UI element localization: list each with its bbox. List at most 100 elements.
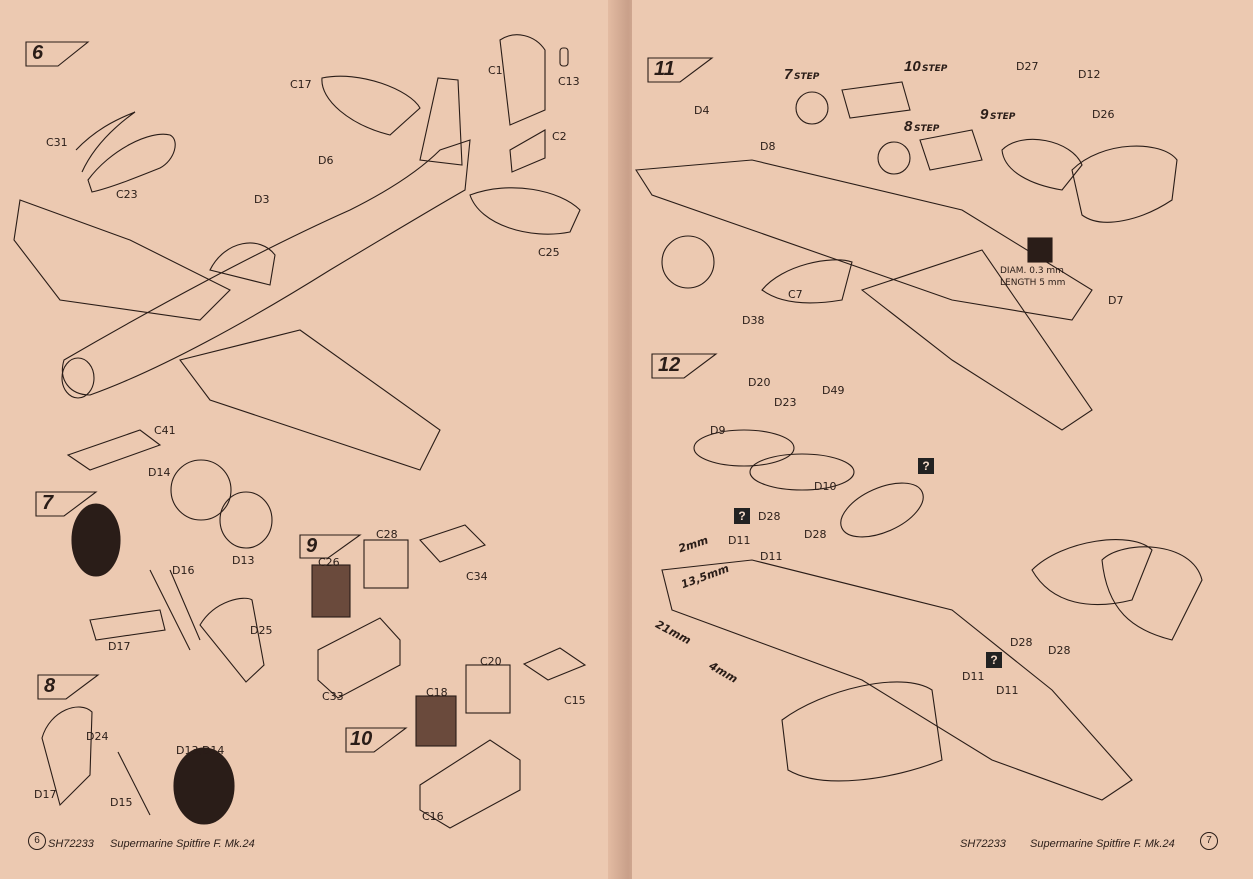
right-wing-outline	[179, 329, 441, 471]
part-label-d28-c: D28	[1010, 636, 1033, 649]
substep-8-word: STEP	[914, 124, 940, 134]
part-label-c1: C1	[488, 64, 503, 77]
part-label-c13: C13	[558, 75, 580, 88]
part-d10	[749, 453, 855, 491]
wheel-d13	[219, 491, 273, 549]
part-label-d13: D13	[232, 554, 255, 567]
part-c41	[66, 429, 162, 471]
leg-d16	[149, 569, 201, 651]
left-wing-outline	[13, 199, 231, 321]
part-label-d4: D4	[694, 104, 710, 117]
drill-note-diameter: DIAM. 0.3 mm	[1000, 266, 1064, 276]
lower-fuselage-outline	[781, 681, 943, 782]
step-7-number: 7	[42, 492, 54, 514]
right-instruction-page: 11 12 7 STEP 10 STEP 8 STEP 9 STEP D4 D8…	[632, 0, 1253, 879]
part-label-c16: C16	[422, 810, 444, 823]
part-label-d11-a: D11	[728, 534, 751, 547]
lower-wing-outline	[661, 559, 1133, 801]
step-9-number: 9	[306, 535, 318, 557]
page-number-6: 6	[28, 832, 46, 850]
spinner-outline	[61, 357, 95, 399]
substep-7-word: STEP	[794, 72, 820, 82]
part-c13	[559, 47, 569, 67]
part-label-d28-d: D28	[1048, 644, 1071, 657]
part-label-c15: C15	[564, 694, 586, 707]
upper-fuselage-outline	[860, 249, 1093, 431]
step-8-number: 8	[44, 675, 56, 697]
radiator-c18	[415, 695, 457, 747]
part-label-d28-b: D28	[804, 528, 827, 541]
part-label-c17: C17	[290, 78, 312, 91]
part-label-c28: C28	[376, 528, 398, 541]
part-label-d38: D38	[742, 314, 765, 327]
step-6-number: 6	[32, 42, 44, 64]
substep-9-number: 9	[980, 106, 989, 123]
part-c20	[465, 664, 511, 714]
tyre-shape	[71, 503, 121, 577]
part-label-d25: D25	[250, 624, 273, 637]
part-label-d26: D26	[1092, 108, 1115, 121]
substep-9-word: STEP	[990, 112, 1016, 122]
upper-tailplane-right	[1071, 145, 1178, 223]
drill-icon	[1027, 237, 1053, 263]
drill-note-length: LENGTH 5 mm	[1000, 278, 1066, 288]
step-11-number: 11	[654, 58, 675, 80]
step-12-tag-frame	[651, 353, 718, 379]
upper-wing-outline	[635, 159, 1093, 321]
step-6-tag-frame	[25, 41, 90, 67]
part-label-d24: D24	[86, 730, 109, 743]
step-9-tag-frame	[299, 534, 362, 559]
right-page-drawings	[635, 57, 1203, 801]
rudder-c1	[499, 34, 546, 126]
part-label-c18: C18	[426, 686, 448, 699]
main-wheel-upper	[661, 235, 715, 289]
footer-kit-code: SH72233	[48, 838, 94, 850]
left-instruction-page: 6 7 8 9 10 C17 C1 C13 C2 C25 C31 C23 D6 …	[0, 0, 622, 879]
part-label-d12: D12	[1078, 68, 1101, 81]
upper-tailplane-left	[1001, 138, 1083, 191]
part-label-d14: D14	[148, 466, 171, 479]
part-c7	[761, 259, 853, 304]
tailplane-c25	[469, 187, 581, 235]
substep-8-number: 8	[904, 118, 913, 135]
wheel-d14	[170, 459, 232, 521]
wheel-step-7	[795, 91, 829, 125]
radiator-step-9	[919, 129, 983, 171]
step-8-tag-frame	[37, 674, 100, 700]
flap-part	[840, 482, 924, 538]
part-label-d7: D7	[1108, 294, 1124, 307]
lower-tailplane-left	[1031, 539, 1153, 606]
wheel-d13-d14	[173, 747, 235, 825]
question-mark-icon: ?	[918, 458, 934, 474]
part-c31	[75, 111, 136, 173]
part-c23	[87, 133, 176, 193]
step-10-number: 10	[350, 728, 373, 750]
step-12-number: 12	[658, 354, 681, 376]
tail-fin-outline	[419, 77, 463, 166]
part-label-d6: D6	[318, 154, 334, 167]
part-label-c2: C2	[552, 130, 567, 143]
step-7-tag-frame	[35, 491, 98, 517]
part-label-d49: D49	[822, 384, 845, 397]
part-label-c34: C34	[466, 570, 488, 583]
left-page-drawings	[13, 34, 587, 829]
canopy-outline	[209, 242, 276, 286]
housing-c33	[317, 617, 401, 699]
part-label-c26: C26	[318, 556, 340, 569]
wheel-step-8	[877, 141, 911, 175]
substep-10-number: 10	[904, 58, 921, 75]
part-d9	[693, 429, 795, 467]
part-label-d15: D15	[110, 796, 133, 809]
housing-c16	[419, 739, 521, 829]
part-d17	[89, 609, 166, 641]
question-mark-icon-3: ?	[986, 652, 1002, 668]
door-d25	[199, 597, 265, 683]
footer-kit-title-right: Supermarine Spitfire F. Mk.24	[1030, 838, 1175, 850]
part-label-d3: D3	[254, 193, 270, 206]
part-c2	[509, 129, 546, 173]
part-label-c41: C41	[154, 424, 176, 437]
part-label-c25: C25	[538, 246, 560, 259]
step-10-tag-frame	[345, 727, 408, 753]
part-label-d23: D23	[774, 396, 797, 409]
part-label-d11-c: D11	[962, 670, 985, 683]
